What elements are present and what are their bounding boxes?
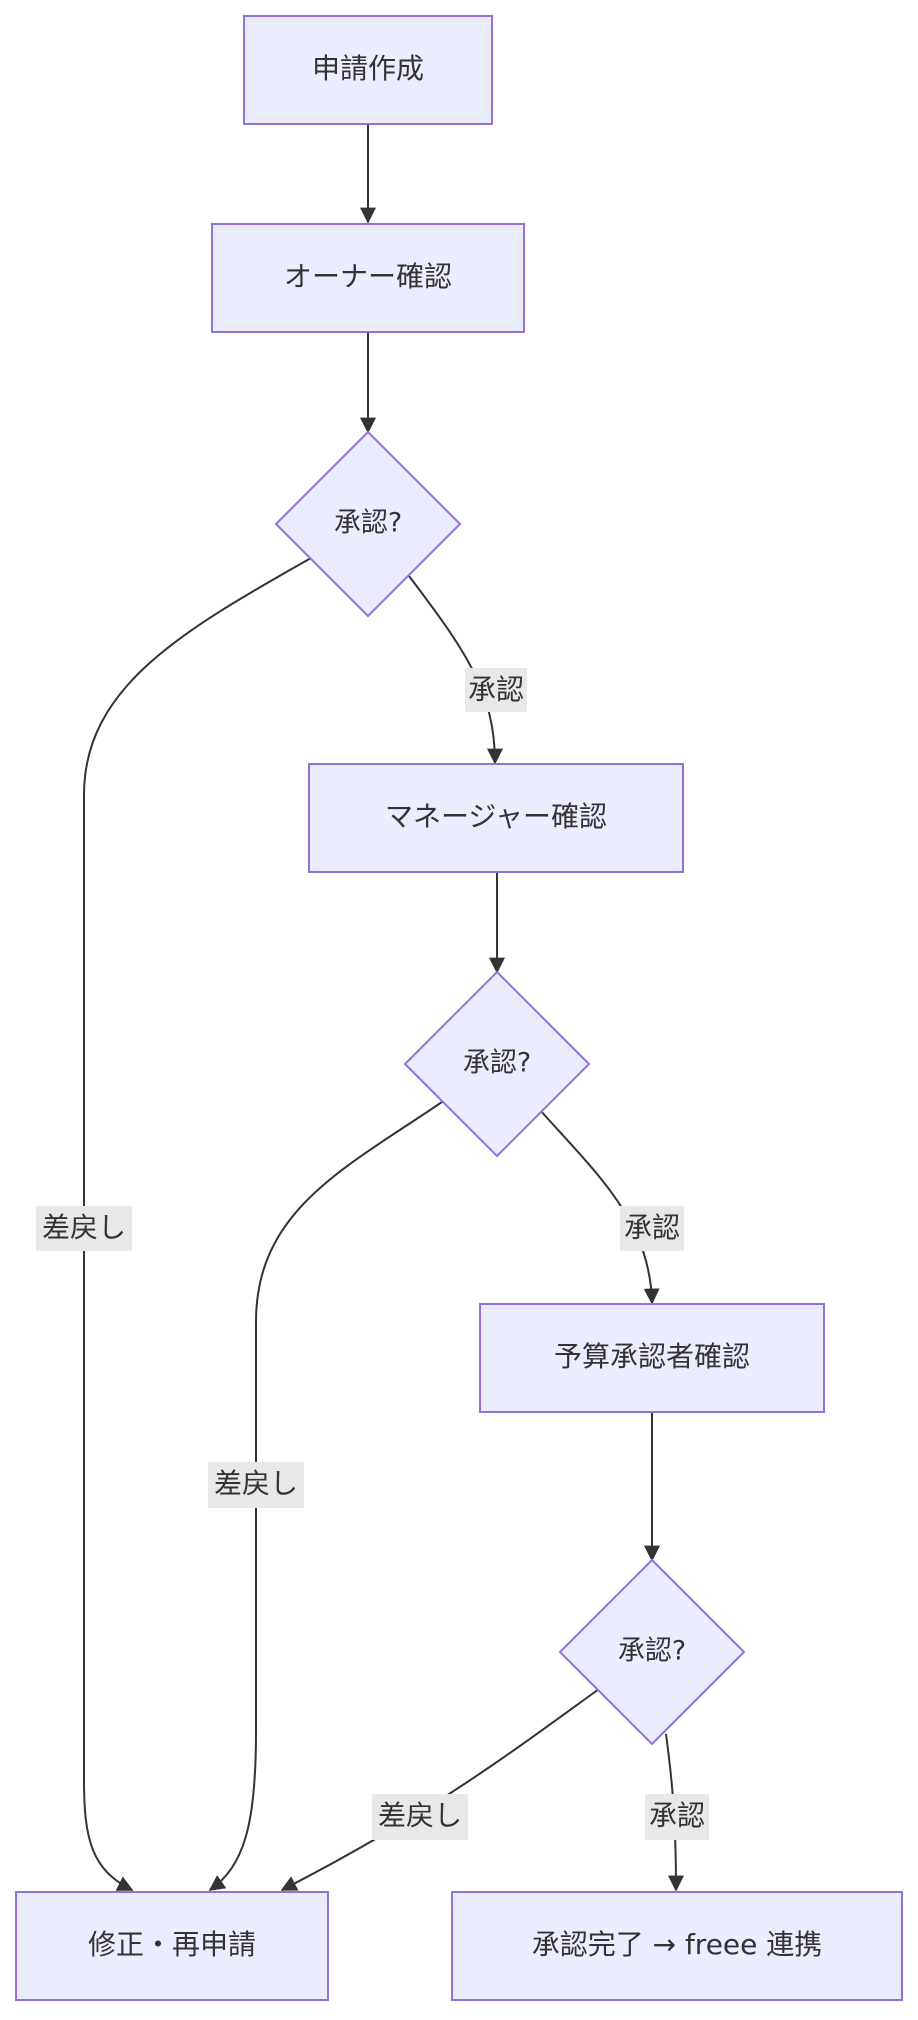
node-revise: 修正・再申請 xyxy=(15,1891,329,2001)
decision-2: 承認? xyxy=(403,970,591,1158)
edge-decision3-approve xyxy=(665,1733,684,1892)
edge-label-approve2: 承認 xyxy=(620,1206,684,1251)
edges xyxy=(83,124,684,1892)
node-budget: 予算承認者確認 xyxy=(479,1303,825,1413)
edge-label-approve3-text: 承認 xyxy=(649,1799,705,1832)
edge-label-approve1: 承認 xyxy=(465,668,527,712)
decision-1: 承認? xyxy=(274,430,462,618)
node-manager: マネージャー確認 xyxy=(308,763,684,873)
nodes: 申請作成 オーナー確認 承認? マネージャー確認 承認? 予算承認者確認 xyxy=(15,15,903,2001)
decision-1-label: 承認? xyxy=(334,508,402,539)
node-budget-label: 予算承認者確認 xyxy=(554,1340,750,1373)
decision-3: 承認? xyxy=(558,1558,746,1746)
node-create: 申請作成 xyxy=(243,15,493,125)
edge-label-return3: 差戻し xyxy=(372,1794,468,1840)
node-owner-label: オーナー確認 xyxy=(284,260,452,293)
edge-decision3-return xyxy=(280,1688,600,1891)
edge-label-return3-text: 差戻し xyxy=(378,1799,462,1832)
node-create-label: 申請作成 xyxy=(312,52,424,85)
node-complete: 承認完了 → freee 連携 xyxy=(451,1891,903,2001)
edge-label-return1-text: 差戻し xyxy=(42,1211,126,1244)
edge-label-return2-text: 差戻し xyxy=(214,1467,298,1500)
decision-2-label: 承認? xyxy=(463,1048,531,1079)
edge-decision2-return xyxy=(208,1101,443,1891)
edge-label-return1: 差戻し xyxy=(36,1206,132,1251)
edge-label-approve2-text: 承認 xyxy=(624,1211,680,1244)
node-revise-label: 修正・再申請 xyxy=(88,1928,256,1961)
node-manager-label: マネージャー確認 xyxy=(385,800,607,833)
node-owner: オーナー確認 xyxy=(211,223,525,333)
edge-decision1-return xyxy=(83,557,312,1891)
edge-labels: 承認 差戻し 承認 差戻し 差戻し 承認 xyxy=(36,668,709,1840)
edge-label-return2: 差戻し xyxy=(208,1462,304,1508)
decision-3-label: 承認? xyxy=(618,1636,686,1667)
edge-label-approve1-text: 承認 xyxy=(468,673,524,706)
node-complete-label: 承認完了 → freee 連携 xyxy=(532,1928,823,1961)
edge-decision2-approve xyxy=(539,1109,660,1305)
edge-label-approve3: 承認 xyxy=(645,1794,709,1840)
